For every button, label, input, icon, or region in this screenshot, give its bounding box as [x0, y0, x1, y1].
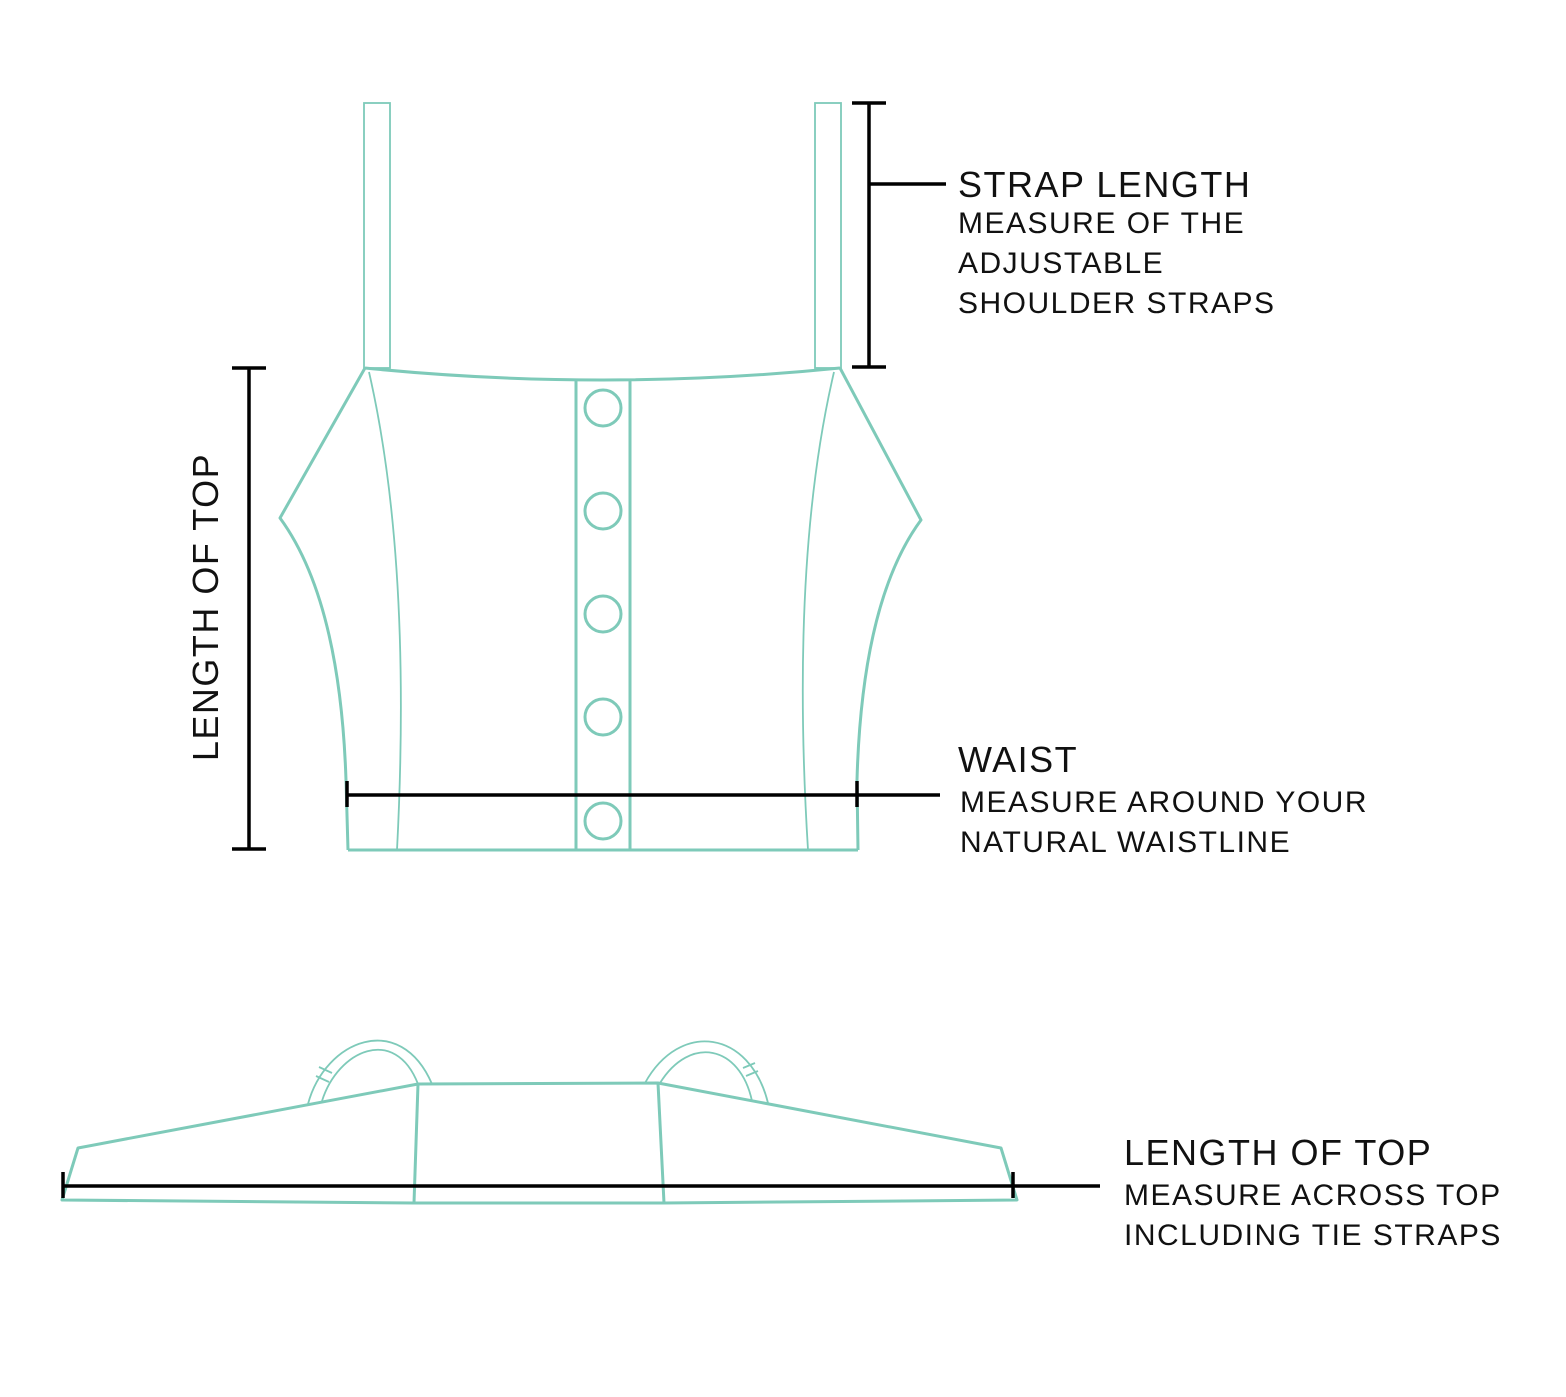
length-of-top-measure: [232, 366, 266, 851]
flat-length-desc: MEASURE ACROSS TOP: [1124, 1179, 1502, 1212]
flat-length-measure: [61, 1172, 1100, 1198]
flat-length-desc: INCLUDING TIE STRAPS: [1124, 1219, 1502, 1252]
strap-length-desc: ADJUSTABLE: [958, 247, 1164, 280]
button: [583, 697, 623, 737]
strap-length-title: STRAP LENGTH: [958, 164, 1251, 205]
left-strap: [363, 102, 391, 369]
right-strap-loop: [644, 1040, 769, 1104]
button: [583, 491, 623, 531]
length-of-top-vertical-label: LENGTH OF TOP: [185, 453, 226, 761]
left-strap-loop: [307, 1039, 433, 1105]
flat-length-title: LENGTH OF TOP: [1124, 1132, 1432, 1173]
strap-length-desc: MEASURE OF THE: [958, 207, 1245, 240]
flat-outline: [60, 1081, 1019, 1205]
waist-title: WAIST: [958, 739, 1078, 780]
strap-length-measure: [852, 101, 946, 369]
right-side-seam: [838, 367, 923, 851]
button: [583, 594, 623, 634]
waist-desc: MEASURE AROUND YOUR: [960, 786, 1368, 819]
left-side-seam: [278, 367, 367, 851]
right-princess-seam: [801, 371, 835, 851]
waist-measure: [345, 781, 940, 807]
button: [583, 801, 623, 841]
neckline: [364, 366, 841, 382]
button: [583, 388, 623, 428]
left-princess-seam: [368, 371, 402, 851]
front-view-top: [278, 102, 923, 852]
waist-desc: NATURAL WAISTLINE: [960, 826, 1291, 859]
flat-seams: [412, 1082, 666, 1204]
button-placket: [574, 380, 632, 850]
strap-length-desc: SHOULDER STRAPS: [958, 287, 1276, 320]
right-strap: [814, 102, 842, 369]
flat-view-top: [60, 1039, 1019, 1205]
